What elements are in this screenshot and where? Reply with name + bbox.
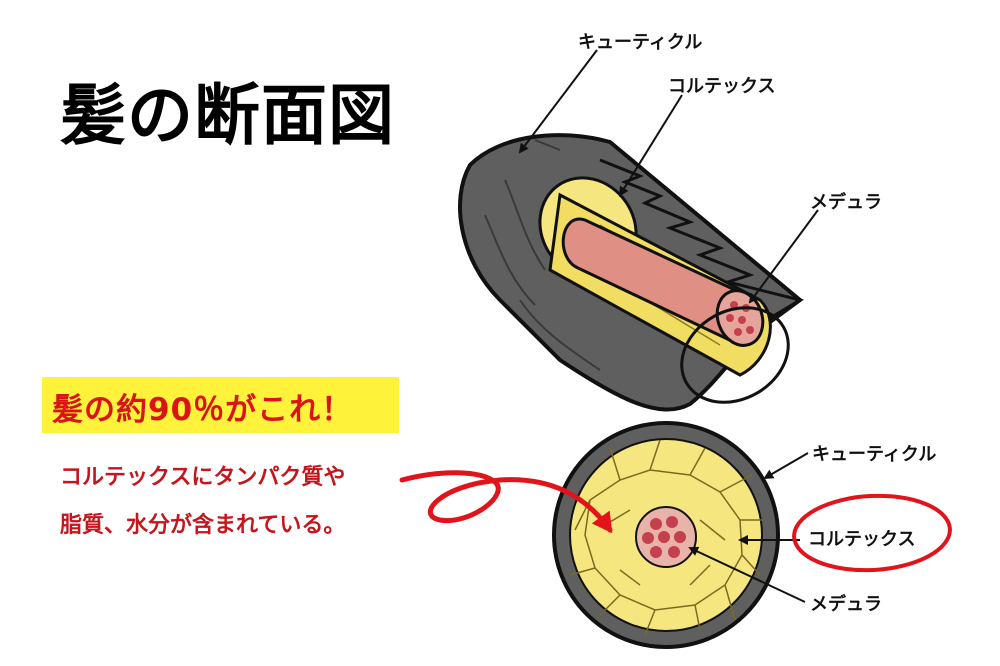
label-cuticle-top: キューティクル [578, 32, 703, 53]
callout-highlight [42, 377, 399, 433]
hair-shaft-3d [458, 133, 804, 412]
arrow-medulla-top [748, 209, 819, 304]
label-medulla-section: メデュラ [810, 594, 882, 615]
label-cortex-top: コルテックス [668, 76, 776, 97]
medulla-cells-section [642, 516, 686, 558]
label-cortex-section: コルテックス [808, 529, 916, 550]
red-circle-highlight [792, 493, 952, 573]
arrow-cortex-top [618, 94, 683, 197]
description-line-2: 脂質、水分が含まれている。 [60, 513, 346, 538]
red-loop-arrow [399, 470, 613, 534]
arrow-medulla-section [688, 546, 806, 603]
arrow-cuticle-top [518, 49, 598, 154]
label-medulla-top: メデュラ [810, 192, 882, 213]
callout-text: 髪の約90％がこれ！ [52, 392, 354, 428]
description-line-1: コルテックスにタンパク質や [60, 465, 346, 490]
hair-cross-section [552, 421, 780, 649]
page-title: 髪の断面図 [60, 77, 395, 154]
label-cuticle-section: キューティクル [812, 444, 937, 465]
arrow-cuticle-section [763, 452, 809, 480]
